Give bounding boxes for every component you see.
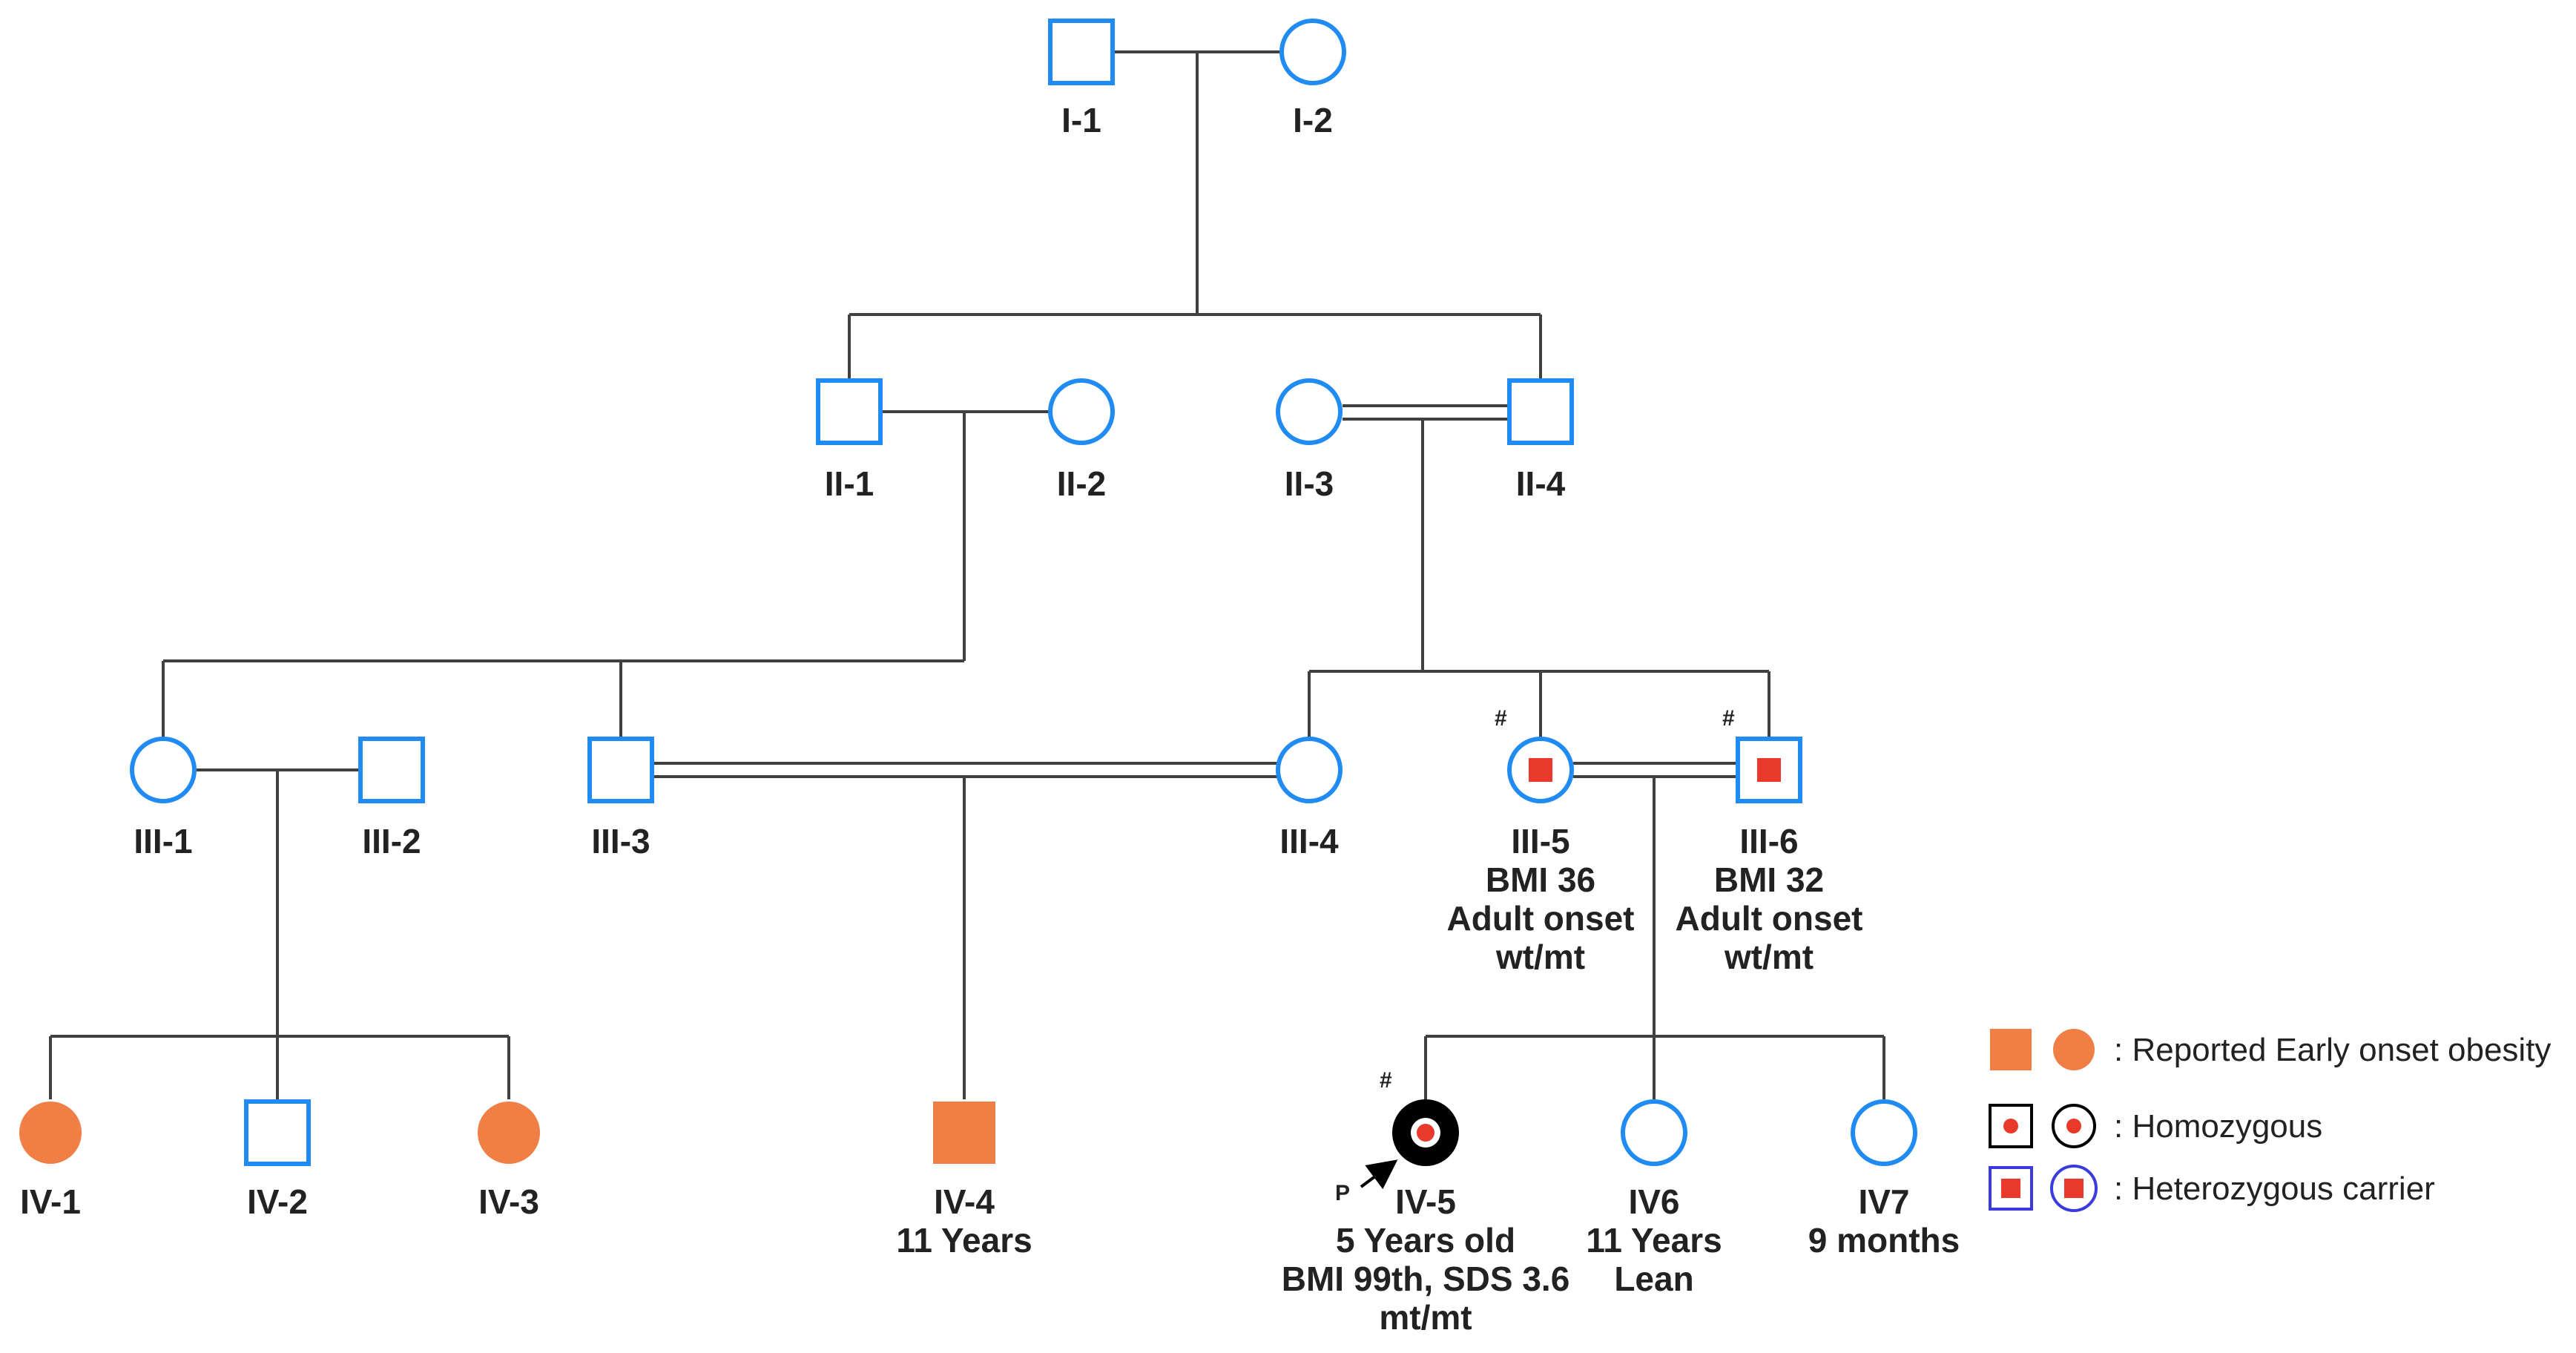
legend-heterozygous-text: : Heterozygous carrier [2114, 1171, 2435, 1207]
individuals [19, 19, 1917, 1166]
info-label-iv6-1: 11 Years [1586, 1221, 1722, 1260]
individual-iv7-female-circle [1851, 1099, 1917, 1166]
legend-homozygous-circle-dot [2066, 1119, 2081, 1133]
proband-arrow: P [1335, 1159, 1398, 1205]
individual-iv-3-female-circle [478, 1102, 540, 1164]
individual-iv-1-female-circle [19, 1102, 82, 1164]
genotyped-mark-iii-5: # [1495, 706, 1507, 731]
id-label-iv-4: IV-4 [934, 1182, 995, 1221]
individual-ii-3-female-circle [1276, 378, 1343, 445]
individual-i-1-male-square [1048, 19, 1115, 85]
id-label-iv-1: IV-1 [20, 1182, 81, 1221]
legend: : Reported Early onset obesity : Homozyg… [1989, 1029, 2551, 1212]
genotyped-mark-iv-5: # [1380, 1068, 1392, 1093]
legend-homozygous-text: : Homozygous [2114, 1108, 2322, 1145]
id-label-iii-5: III-5 [1511, 822, 1569, 860]
id-label-iv-2: IV-2 [247, 1182, 308, 1221]
info-label-iii-5-1: BMI 36 [1486, 860, 1595, 899]
info-label-iv-5-1: 5 Years old [1336, 1221, 1515, 1260]
id-label-iii-3: III-3 [591, 822, 650, 860]
individual-ii-1-male-square [816, 378, 883, 445]
info-label-iii-5-2: Adult onset [1447, 899, 1635, 938]
info-label-iv6-2: Lean [1614, 1260, 1693, 1298]
id-label-ii-4: II-4 [1516, 464, 1566, 503]
legend-homozygous-square-dot [2003, 1119, 2018, 1133]
individual-ii-2-female-circle [1048, 378, 1115, 445]
id-label-i-2: I-2 [1293, 101, 1333, 139]
info-label-iii-6-1: BMI 32 [1714, 860, 1824, 899]
id-label-iii-2: III-2 [362, 822, 421, 860]
id-label-ii-1: II-1 [825, 464, 874, 503]
individual-ii-4-male-square [1507, 378, 1574, 445]
individual-i-2-female-circle [1279, 19, 1346, 85]
id-label-iii-4: III-4 [1279, 822, 1339, 860]
info-label-iv-4-1: 11 Years [896, 1221, 1032, 1260]
individual-iv-2-male-square [244, 1099, 311, 1166]
individual-iii-2-male-square [358, 737, 425, 803]
individual-iii-4-female-circle [1276, 737, 1343, 803]
legend-heterozygous-square-icon [1989, 1166, 2033, 1211]
proband-arrow-line [1360, 1159, 1398, 1190]
id-label-iv7: IV7 [1858, 1182, 1909, 1221]
id-label-iii-6: III-6 [1739, 822, 1798, 860]
heterozygous-marker-iii-5 [1529, 758, 1552, 782]
legend-obesity-square-icon [1990, 1029, 2032, 1070]
individual-iv6-female-circle [1621, 1099, 1687, 1166]
info-label-iii-6-2: Adult onset [1676, 899, 1863, 938]
legend-homozygous-square-icon [1989, 1104, 2033, 1148]
id-label-iv6: IV6 [1628, 1182, 1679, 1221]
legend-heterozygous-square-marker [2001, 1179, 2020, 1198]
individual-iii-1-female-circle [130, 737, 197, 803]
id-label-iii-1: III-1 [134, 822, 192, 860]
legend-obesity-circle-icon [2053, 1029, 2095, 1070]
info-label-iv-5-2: BMI 99th, SDS 3.6 [1282, 1260, 1570, 1298]
legend-early-onset-text: : Reported Early onset obesity [2114, 1032, 2551, 1068]
genotyped-mark-iii-6: # [1722, 706, 1735, 731]
id-label-iv-5: IV-5 [1395, 1182, 1456, 1221]
info-label-iv-5-3: mt/mt [1379, 1298, 1472, 1337]
heterozygous-marker-iii-6 [1757, 758, 1781, 782]
id-label-ii-2: II-2 [1057, 464, 1106, 503]
legend-heterozygous-circle-marker [2064, 1179, 2083, 1198]
info-label-iv7-1: 9 months [1808, 1221, 1960, 1260]
id-label-iv-3: IV-3 [478, 1182, 539, 1221]
individual-iii-3-male-square [587, 737, 654, 803]
individual-iv-4-male-square [933, 1102, 995, 1164]
id-label-i-1: I-1 [1061, 101, 1101, 139]
info-label-iii-5-3: wt/mt [1495, 938, 1585, 976]
pedigree-lines [49, 50, 1885, 1099]
proband-mark-label: P [1335, 1181, 1350, 1205]
homozygous-marker-iv-5 [1417, 1124, 1434, 1142]
info-label-iii-6-3: wt/mt [1724, 938, 1814, 976]
id-label-ii-3: II-3 [1285, 464, 1334, 503]
